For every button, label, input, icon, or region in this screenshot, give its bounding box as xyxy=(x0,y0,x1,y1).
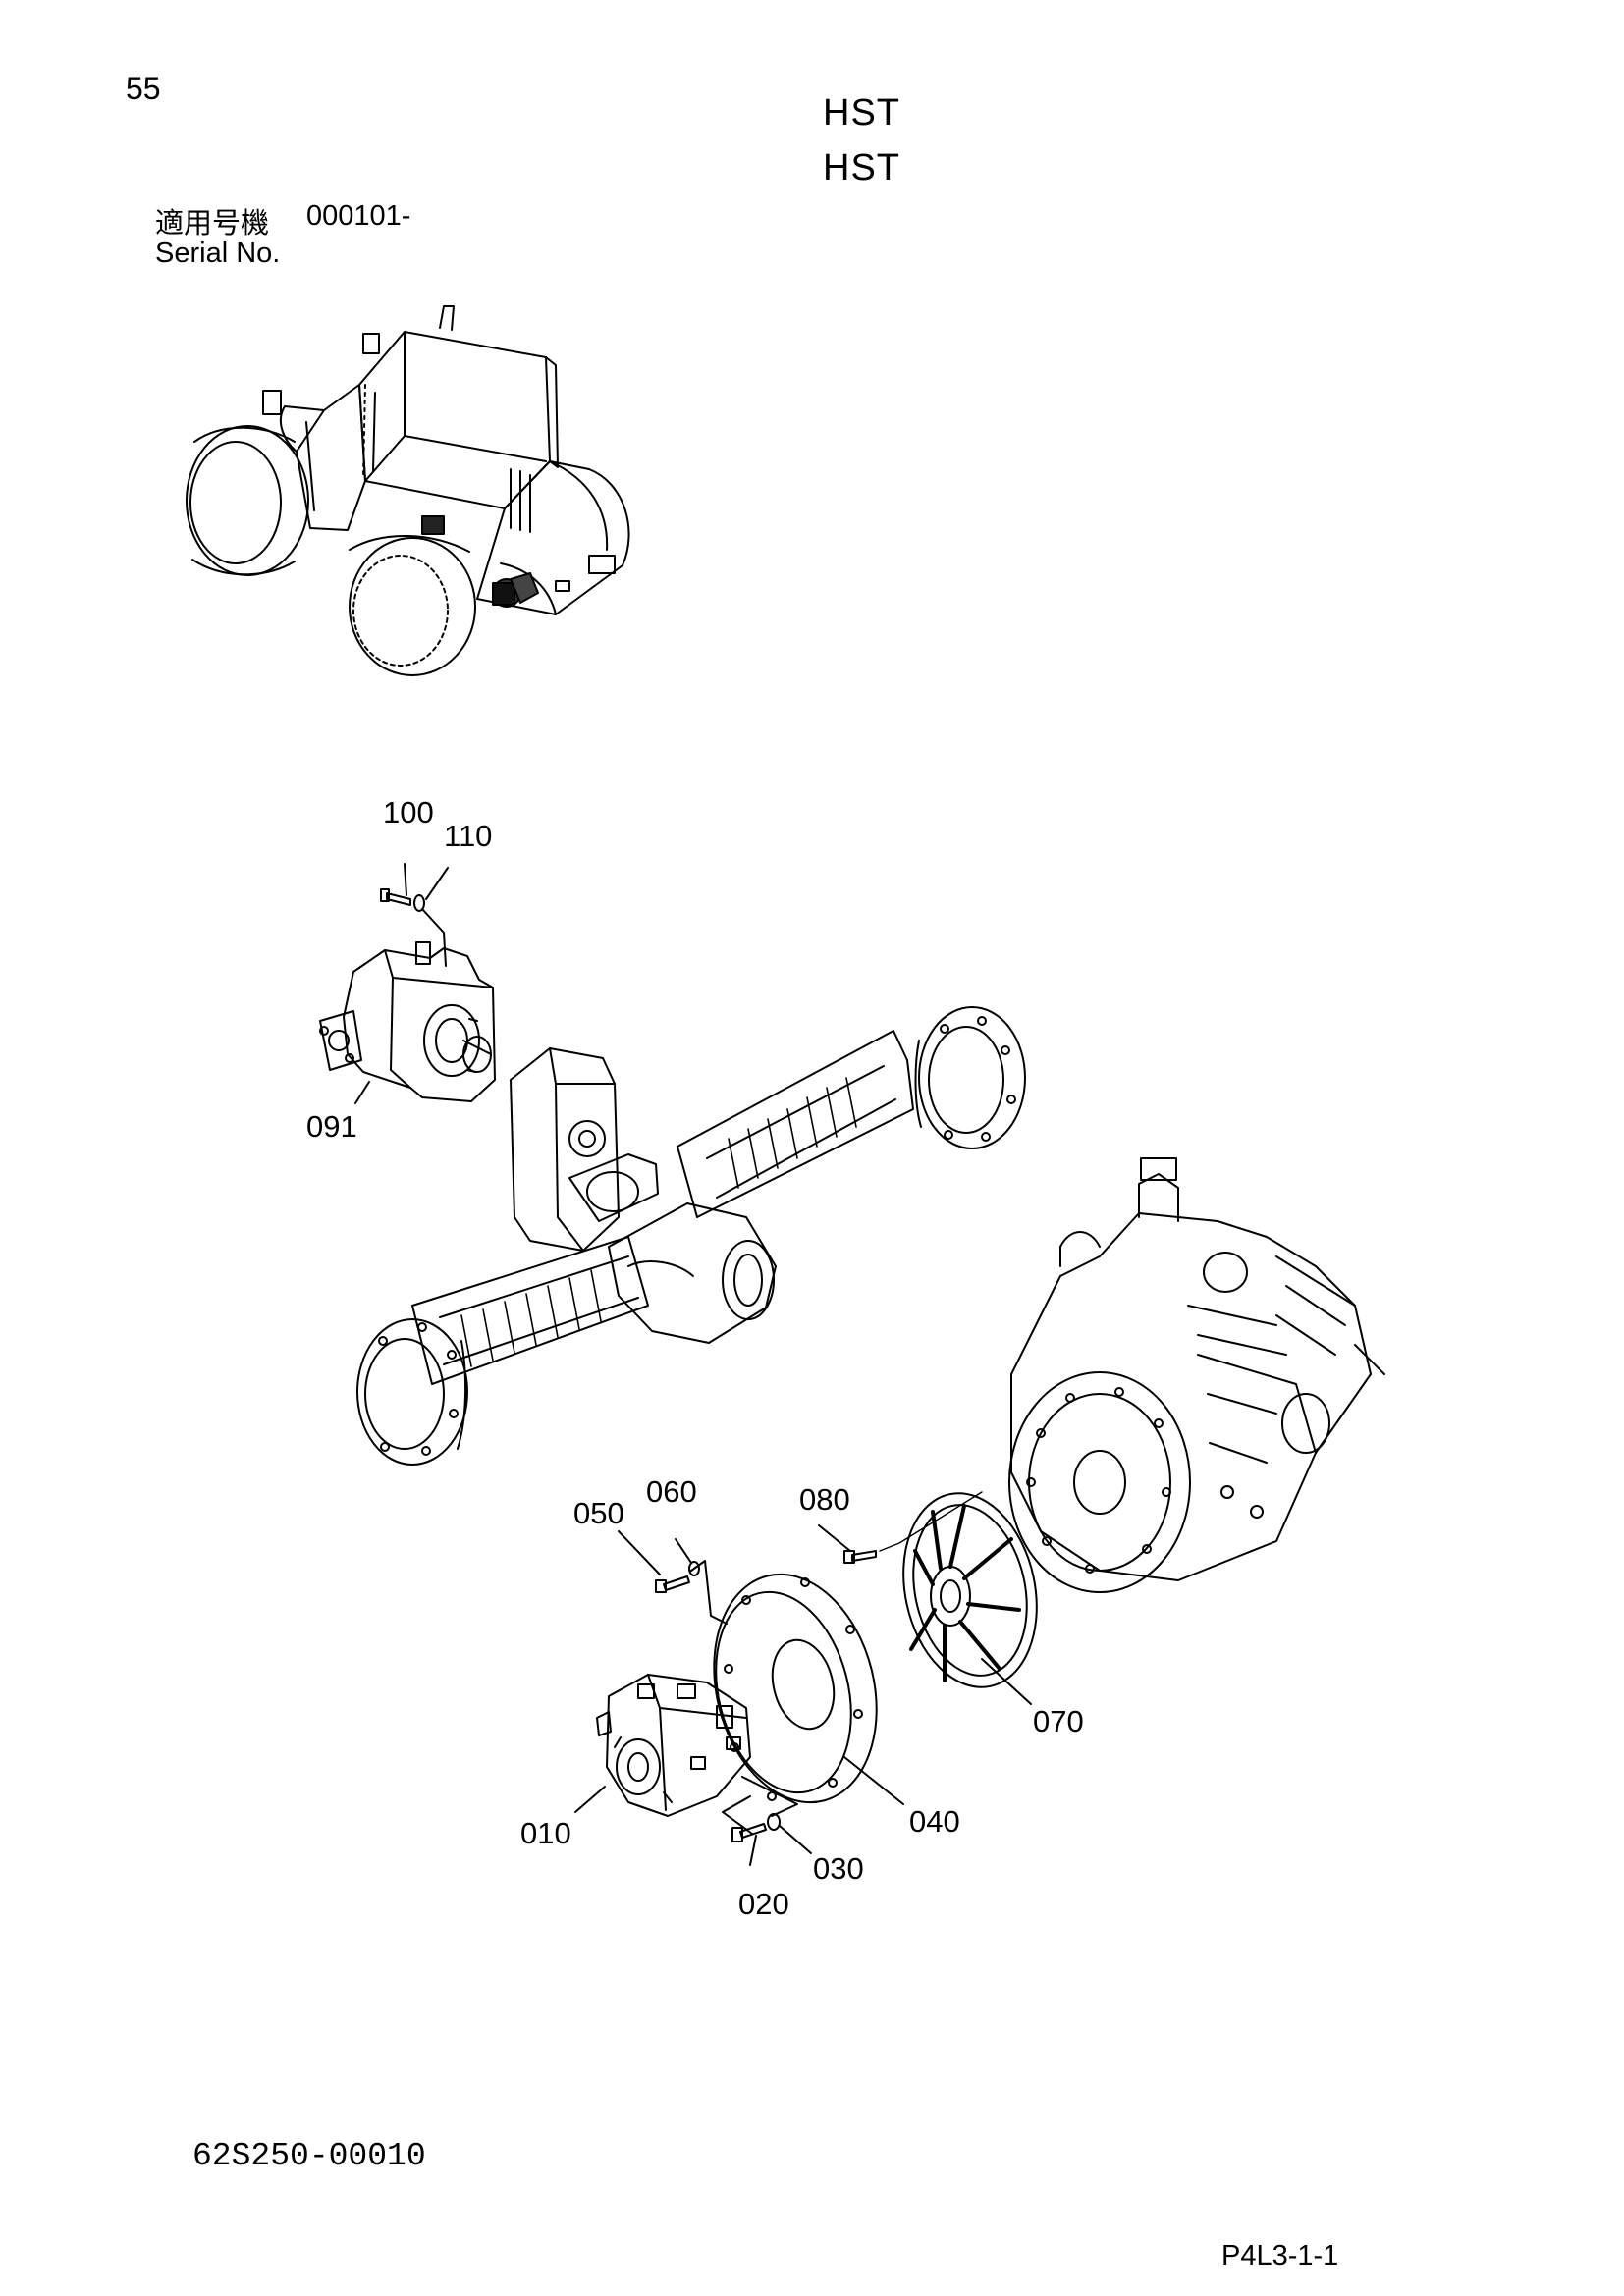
page-title-en: HST xyxy=(823,147,900,188)
callout-100: 100 xyxy=(383,795,434,829)
callout-110: 110 xyxy=(444,819,492,853)
engine-illustration xyxy=(1008,1157,1385,1593)
callout-010: 010 xyxy=(520,1816,571,1850)
machine-overview-illustration xyxy=(186,305,630,676)
serial-label-jp: 適用号機 xyxy=(155,208,270,240)
coupling-illustration xyxy=(902,1492,1038,1705)
callout-030: 030 xyxy=(813,1851,864,1886)
callout-091: 091 xyxy=(306,1109,357,1144)
callout-070: 070 xyxy=(1033,1704,1084,1738)
drawing-number: 62S250-00010 xyxy=(192,2138,426,2174)
travel-motor-illustration xyxy=(319,863,496,1104)
flywheel-housing-illustration xyxy=(713,1573,904,1805)
callout-060: 060 xyxy=(646,1474,697,1509)
axle-illustration xyxy=(356,1006,1026,1466)
fasteners xyxy=(618,1491,983,1866)
callout-040: 040 xyxy=(909,1804,960,1839)
callout-080: 080 xyxy=(799,1482,850,1517)
callout-050: 050 xyxy=(573,1496,624,1530)
hst-pump-illustration xyxy=(574,1674,751,1817)
page-title-jp: HST xyxy=(823,92,900,133)
page-code: P4L3-1-1 xyxy=(1221,2240,1339,2271)
serial-value: 000101- xyxy=(306,200,411,232)
callout-020: 020 xyxy=(738,1887,789,1921)
serial-label-en: Serial No. xyxy=(155,238,281,269)
page-number: 55 xyxy=(126,71,161,106)
